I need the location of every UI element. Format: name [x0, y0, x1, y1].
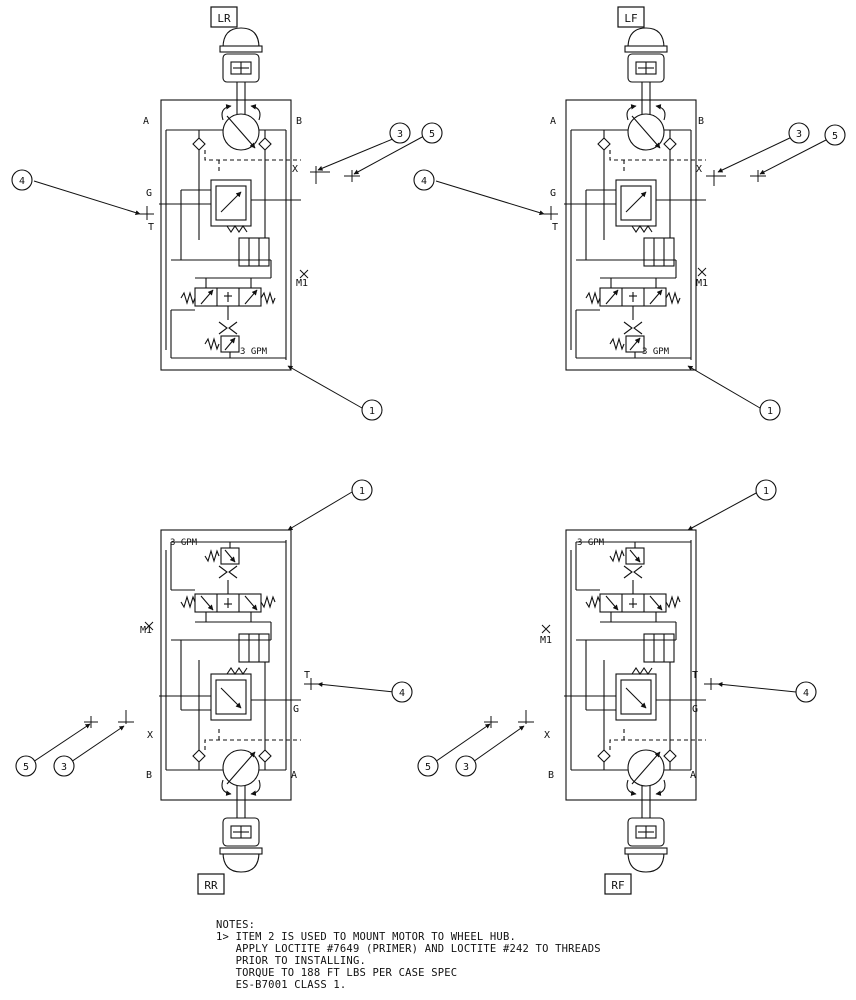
svg-text:5: 5	[425, 762, 431, 773]
unit-label-lf: LF	[624, 12, 637, 25]
svg-text:4: 4	[803, 688, 809, 699]
port-g-lf: G	[550, 188, 556, 199]
port-b-lf: B	[698, 116, 704, 127]
port-t-rf: T	[692, 670, 698, 681]
callout-3-lf	[788, 122, 810, 144]
unit-label-rf: RF	[611, 879, 624, 892]
notes-block: NOTES: 1> ITEM 2 IS USED TO MOUNT MOTOR …	[216, 919, 736, 991]
lf-label-box	[617, 6, 645, 28]
callout-3-rf	[455, 755, 477, 777]
port-m1-rf: M1	[540, 635, 552, 646]
port-t-rr: T	[304, 670, 310, 681]
svg-text:5: 5	[429, 129, 435, 140]
callout-5-lf	[824, 124, 846, 146]
notes-line-5: ES-B7001 CLASS 1.	[216, 979, 347, 991]
port-x-rf: X	[544, 730, 550, 741]
svg-text:4: 4	[421, 176, 427, 187]
svg-text:4: 4	[399, 688, 405, 699]
flow-rate-rr: 3 GPM	[170, 538, 198, 548]
notes-line-2: APPLY LOCTITE #7649 (PRIMER) AND LOCTITE…	[216, 943, 601, 955]
callout-4-rf	[795, 681, 817, 703]
callout-4-rr	[391, 681, 413, 703]
port-g-rr: G	[293, 704, 299, 715]
svg-text:4: 4	[19, 176, 25, 187]
notes-line-3: PRIOR TO INSTALLING.	[216, 955, 366, 967]
flow-rate-lr: 3 GPM	[240, 347, 268, 357]
port-m1-lr: M1	[296, 278, 308, 289]
svg-text:3: 3	[463, 762, 469, 773]
callout-1-rr	[351, 479, 373, 501]
block-rr: RR 3 GPM M1 T G X B A 1 4 5 3	[15, 479, 413, 895]
port-x-lf: X	[696, 164, 702, 175]
unit-label-rr: RR	[204, 879, 218, 892]
lr-label-box	[210, 6, 238, 28]
callout-4-lf	[413, 169, 435, 191]
port-g-lr: G	[146, 188, 152, 199]
block-lr: LR A B X G T M1 3 GPM 3 5 4 1	[11, 6, 443, 421]
svg-text:1: 1	[369, 406, 375, 417]
port-b-lr: B	[296, 116, 302, 127]
svg-text:3: 3	[796, 129, 802, 140]
callout-1-lr	[361, 399, 383, 421]
port-a-rr: A	[291, 770, 297, 781]
notes-line-4: TORQUE TO 188 FT LBS PER CASE SPEC	[216, 967, 458, 979]
callout-3-lr	[389, 122, 411, 144]
svg-text:1: 1	[359, 486, 365, 497]
callout-5-lr	[421, 122, 443, 144]
callout-5-rf	[417, 755, 439, 777]
notes-line-1: 1> ITEM 2 IS USED TO MOUNT MOTOR TO WHEE…	[216, 931, 516, 943]
port-g-rf: G	[692, 704, 698, 715]
port-t-lf: T	[552, 222, 558, 233]
block-lf: LF A B X G T M1 3 GPM 3 5 4 1	[413, 6, 846, 421]
port-x-lr: X	[292, 164, 298, 175]
port-t-lr: T	[148, 222, 154, 233]
svg-text:5: 5	[832, 131, 838, 142]
callout-5-rr	[15, 755, 37, 777]
port-m1-lf: M1	[696, 278, 708, 289]
svg-text:1: 1	[767, 406, 773, 417]
rr-label-box	[197, 873, 225, 895]
port-b-rf: B	[548, 770, 554, 781]
unit-label-lr: LR	[217, 12, 231, 25]
callout-1-rf	[755, 479, 777, 501]
port-x-rr: X	[147, 730, 153, 741]
rf-label-box	[604, 873, 632, 895]
flow-rate-lf: 3 GPM	[642, 347, 670, 357]
svg-text:5: 5	[23, 762, 29, 773]
svg-text:1: 1	[763, 486, 769, 497]
port-a-lf: A	[550, 116, 556, 127]
block-rf: RF 3 GPM M1 T G X B A 1 4 5 3	[417, 479, 817, 895]
callout-4-lr	[11, 169, 33, 191]
flow-rate-rf: 3 GPM	[577, 538, 605, 548]
svg-text:3: 3	[61, 762, 67, 773]
port-a-rf: A	[690, 770, 696, 781]
port-a-lr: A	[143, 116, 149, 127]
port-b-rr: B	[146, 770, 152, 781]
port-m1-rr: M1	[140, 625, 152, 636]
svg-text:3: 3	[397, 129, 403, 140]
callout-1-lf	[759, 399, 781, 421]
notes-heading: NOTES:	[216, 919, 256, 931]
callout-3-rr	[53, 755, 75, 777]
